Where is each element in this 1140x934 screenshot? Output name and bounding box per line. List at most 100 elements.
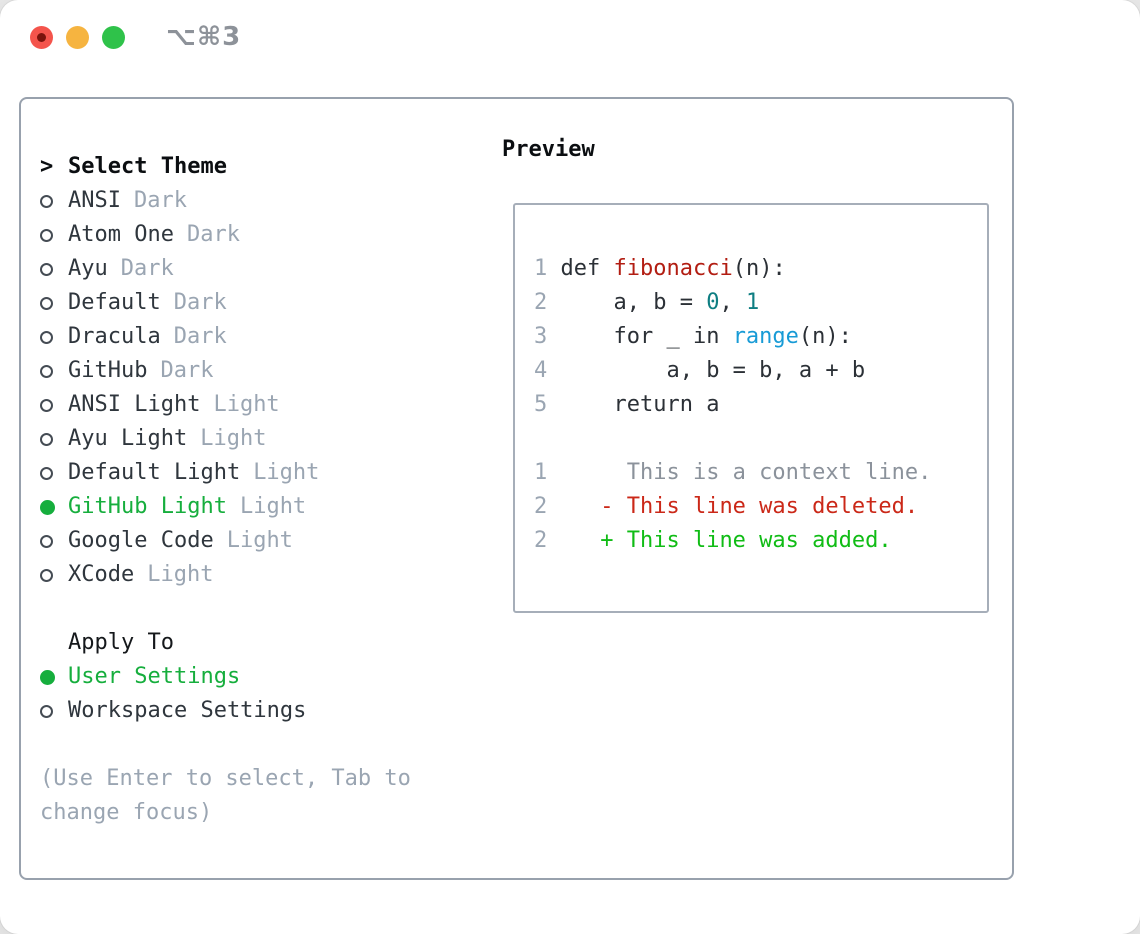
theme-item-label: ANSI bbox=[68, 188, 121, 213]
theme-item-label: GitHub Light bbox=[68, 494, 227, 519]
theme-item-github-light[interactable]: GitHub Light Light bbox=[40, 490, 480, 524]
theme-item-label: ANSI Light bbox=[68, 392, 201, 417]
token-number: 0 bbox=[706, 290, 720, 315]
radio-selected-icon bbox=[40, 669, 55, 685]
theme-item-label: Dracula bbox=[68, 324, 161, 349]
apply-option-label: User Settings bbox=[68, 664, 241, 689]
theme-item-default-light[interactable]: Default Light Light bbox=[40, 456, 480, 490]
theme-item-dracula[interactable]: Dracula Dark bbox=[40, 320, 480, 354]
code-line: 1 This is a context line. bbox=[534, 456, 931, 490]
radio-icon bbox=[40, 262, 53, 276]
theme-item-google-code[interactable]: Google Code Light bbox=[40, 524, 480, 558]
code-line: 1 def fibonacci(n): bbox=[534, 252, 931, 286]
code-line: 3 for _ in range(n): bbox=[534, 320, 931, 354]
theme-item-tag: Light bbox=[253, 460, 320, 485]
token-plain: , bbox=[719, 290, 746, 315]
theme-item-ayu[interactable]: Ayu Dark bbox=[40, 252, 480, 286]
code-line: 2 + This line was added. bbox=[534, 524, 931, 558]
spacer bbox=[40, 592, 480, 626]
spacer bbox=[40, 728, 480, 762]
radio-icon bbox=[40, 296, 53, 310]
zoom-button[interactable] bbox=[102, 26, 125, 49]
radio-icon bbox=[40, 466, 53, 480]
apply-option-user-settings[interactable]: User Settings bbox=[40, 660, 480, 694]
radio-icon bbox=[40, 228, 53, 242]
token-number: 1 bbox=[745, 290, 760, 315]
theme-item-label: Ayu bbox=[68, 256, 108, 281]
code-line: 2 - This line was deleted. bbox=[534, 490, 931, 524]
theme-item-xcode[interactable]: XCode Light bbox=[40, 558, 480, 592]
select-theme-header: > Select Theme bbox=[40, 150, 480, 184]
token-plain: a, b = b, a + b bbox=[560, 358, 866, 383]
hint-text-line1: (Use Enter to select, Tab to bbox=[40, 766, 411, 791]
line-number: 2 bbox=[534, 528, 561, 553]
apply-to-header: Apply To bbox=[40, 626, 480, 660]
theme-item-label: Default bbox=[68, 290, 161, 315]
radio-icon bbox=[40, 534, 53, 548]
theme-item-label: XCode bbox=[68, 562, 135, 587]
token-added: + This line was added. bbox=[560, 528, 892, 553]
close-button[interactable] bbox=[30, 26, 53, 49]
theme-item-tag: Light bbox=[239, 494, 307, 519]
theme-item-tag: Dark bbox=[120, 256, 174, 281]
theme-item-tag: Light bbox=[213, 392, 280, 417]
theme-item-github[interactable]: GitHub Dark bbox=[40, 354, 480, 388]
token-func: fibonacci bbox=[613, 256, 733, 281]
radio-icon bbox=[40, 704, 53, 718]
line-number: 2 bbox=[534, 494, 561, 519]
window-shortcut-label: ⌥⌘3 bbox=[166, 22, 242, 52]
line-number: 4 bbox=[534, 358, 561, 383]
token-plain: for _ in bbox=[560, 324, 733, 349]
theme-item-tag: Dark bbox=[160, 358, 214, 383]
titlebar: ⌥⌘3 bbox=[0, 0, 1140, 74]
line-number: 3 bbox=[534, 324, 561, 349]
radio-icon bbox=[40, 432, 53, 446]
hint-text-line2: change focus) bbox=[40, 800, 213, 825]
code-line: 5 return a bbox=[534, 388, 931, 422]
token-plain: return a bbox=[560, 392, 720, 417]
token-plain: def bbox=[560, 256, 614, 281]
apply-to-title: Apply To bbox=[68, 630, 174, 655]
radio-icon bbox=[40, 194, 53, 208]
apply-option-workspace-settings[interactable]: Workspace Settings bbox=[40, 694, 480, 728]
minimize-button[interactable] bbox=[66, 26, 89, 49]
theme-item-tag: Dark bbox=[173, 324, 227, 349]
theme-item-label: Google Code bbox=[68, 528, 214, 553]
theme-item-tag: Dark bbox=[173, 290, 227, 315]
theme-item-tag: Light bbox=[226, 528, 293, 553]
token-plain: (n): bbox=[798, 324, 852, 349]
theme-item-default[interactable]: Default Dark bbox=[40, 286, 480, 320]
line-number: 2 bbox=[534, 290, 561, 315]
theme-item-ansi[interactable]: ANSI Dark bbox=[40, 184, 480, 218]
token-plain: a, b = bbox=[560, 290, 707, 315]
token-builtin: range bbox=[732, 324, 799, 349]
preview-title: Preview bbox=[502, 137, 595, 162]
line-number: 1 bbox=[534, 256, 561, 281]
radio-icon bbox=[40, 330, 53, 344]
radio-icon bbox=[40, 364, 53, 378]
theme-item-tag: Dark bbox=[186, 222, 240, 247]
radio-icon bbox=[40, 398, 53, 412]
theme-item-tag: Light bbox=[200, 426, 267, 451]
theme-item-ansi-light[interactable]: ANSI Light Light bbox=[40, 388, 480, 422]
line-number: 5 bbox=[534, 392, 561, 417]
theme-item-label: Default Light bbox=[68, 460, 241, 485]
token-plain: (n): bbox=[732, 256, 786, 281]
theme-item-label: GitHub bbox=[68, 358, 148, 383]
radio-icon bbox=[40, 568, 53, 582]
token-context: This is a context line. bbox=[560, 460, 932, 485]
code-line: 2 a, b = 0, 1 bbox=[534, 286, 931, 320]
theme-item-tag: Light bbox=[147, 562, 214, 587]
select-theme-title: Select Theme bbox=[68, 154, 227, 179]
theme-item-tag: Dark bbox=[133, 188, 187, 213]
radio-selected-icon bbox=[40, 499, 55, 515]
